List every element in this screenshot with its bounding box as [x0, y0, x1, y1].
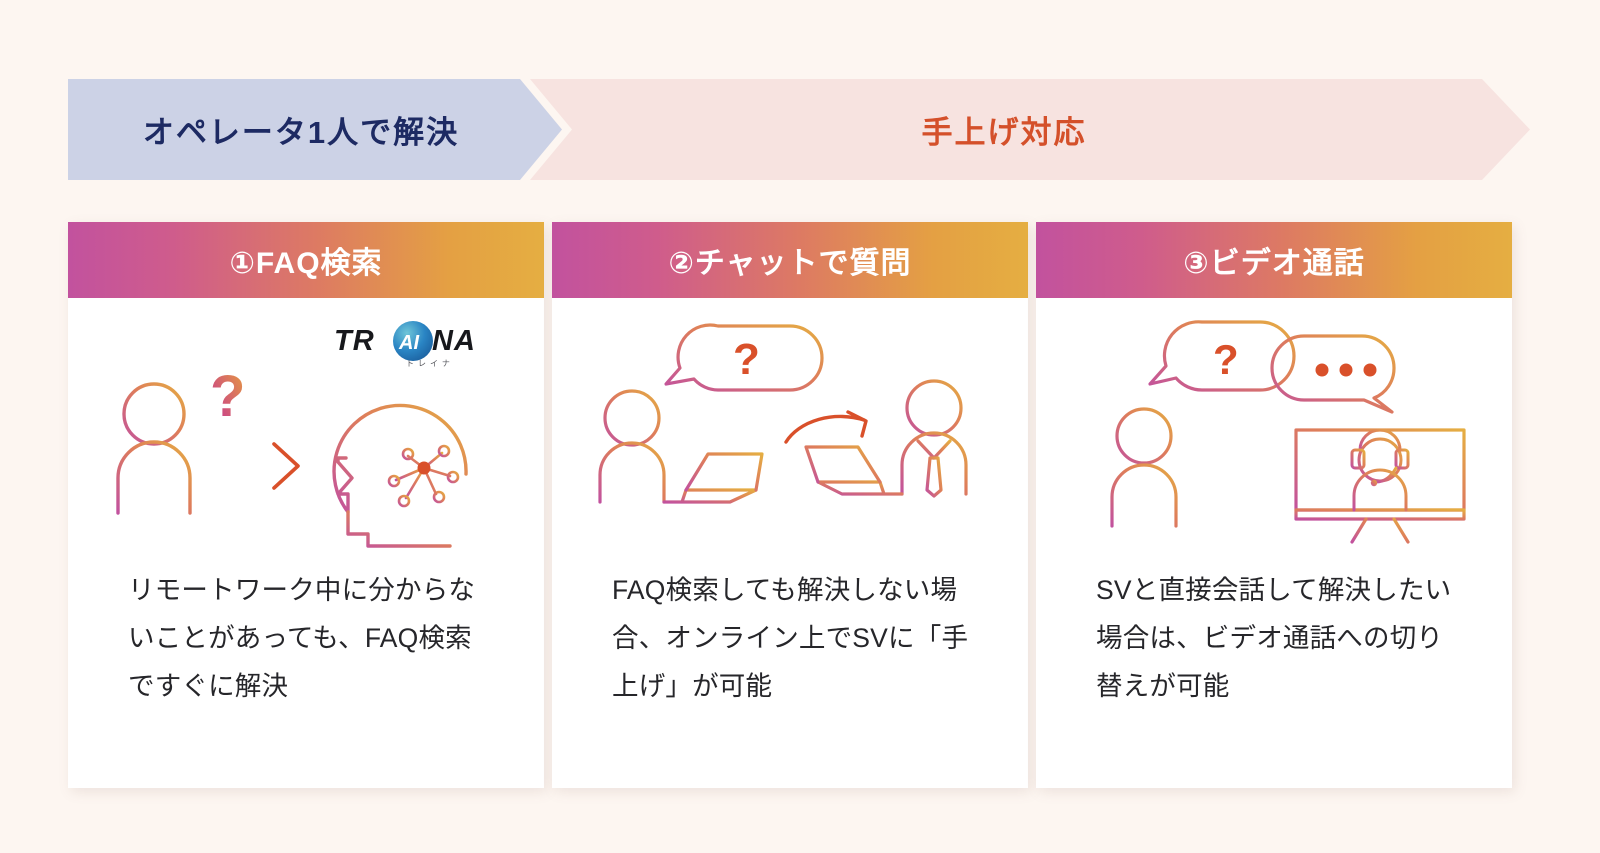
- card-video-call-illustration: ?: [1036, 298, 1512, 560]
- employee-icon: [1110, 407, 1178, 528]
- card-video-call-header: ③ビデオ通話: [1036, 222, 1512, 298]
- video-call-artwork: ?: [1080, 320, 1468, 544]
- card-faq-search-title: ①FAQ検索: [229, 247, 383, 280]
- svg-text:トレイナ: トレイナ: [406, 359, 454, 368]
- svg-text:NA: NA: [432, 325, 476, 357]
- faq-search-artwork: ? TR AI NA トレイナ: [116, 321, 476, 548]
- card-faq-search-description: リモートワーク中に分からないことがあっても、FAQ検索ですぐに解決: [128, 575, 476, 702]
- ai-head-icon: [332, 403, 468, 548]
- card-video-call: ③ビデオ通話 ?: [1036, 222, 1512, 788]
- speech-bubble-question-icon: [1148, 320, 1296, 392]
- traina-logo: TR AI NA トレイナ: [334, 321, 476, 368]
- card-chat-question-illustration: ?: [552, 298, 1028, 560]
- person-icon: [116, 382, 192, 515]
- employee-at-laptop-icon: [590, 389, 764, 506]
- speech-bubble-ellipsis-icon: [1270, 334, 1396, 414]
- headset-operator-icon: [1350, 428, 1410, 512]
- chat-escalation-artwork: ?: [590, 323, 982, 506]
- traina-ai-badge: [393, 321, 433, 361]
- card-faq-search-header: ①FAQ検索: [68, 222, 544, 298]
- process-phase-banner-row: オペレータ1人で解決 手上げ対応: [0, 79, 1600, 180]
- banner-operator-label: オペレータ1人で解決: [142, 115, 460, 150]
- card-video-call-body: SVと直接会話して解決したい場合は、ビデオ通話への切り替えが可能: [1036, 560, 1512, 711]
- card-faq-search-body: リモートワーク中に分からないことがあっても、FAQ検索ですぐに解決: [68, 560, 544, 711]
- chevron-right-icon: [272, 442, 300, 490]
- card-chat-question-header: ②チャットで質問: [552, 222, 1028, 298]
- video-monitor-icon: [1294, 428, 1466, 544]
- card-chat-question-body: FAQ検索しても解決しない場合、オンライン上でSVに「手上げ」が可能: [552, 560, 1028, 711]
- question-mark-icon: ?: [210, 364, 245, 429]
- card-chat-question-description: FAQ検索しても解決しない場合、オンライン上でSVに「手上げ」が可能: [612, 575, 969, 702]
- ellipsis-dots-icon: [1315, 363, 1377, 377]
- banner-operator-phase: オペレータ1人で解決: [68, 79, 562, 180]
- card-video-call-description: SVと直接会話して解決したい場合は、ビデオ通話への切り替えが可能: [1096, 575, 1452, 702]
- supervisor-at-laptop-icon: [804, 379, 982, 498]
- svg-text:?: ?: [210, 364, 245, 429]
- banner-escalation-phase: 手上げ対応: [530, 79, 1530, 180]
- speech-bubble-question-icon: [664, 323, 824, 392]
- card-chat-question-title: ②チャットで質問: [668, 247, 912, 280]
- card-faq-search-illustration: ? TR AI NA トレイナ: [68, 298, 544, 560]
- card-video-call-title: ③ビデオ通話: [1183, 247, 1365, 280]
- escalation-arrow-icon: [784, 410, 868, 444]
- card-faq-search: ①FAQ検索: [68, 222, 544, 788]
- step-cards-container: ①FAQ検索: [68, 222, 1532, 788]
- banner-escalation-label: 手上げ対応: [921, 115, 1087, 150]
- question-mark-icon: ?: [1213, 336, 1239, 383]
- svg-text:TR: TR: [334, 325, 375, 357]
- svg-text:AI: AI: [398, 332, 419, 354]
- question-mark-icon: ?: [733, 335, 760, 384]
- card-chat-question: ②チャットで質問: [552, 222, 1028, 788]
